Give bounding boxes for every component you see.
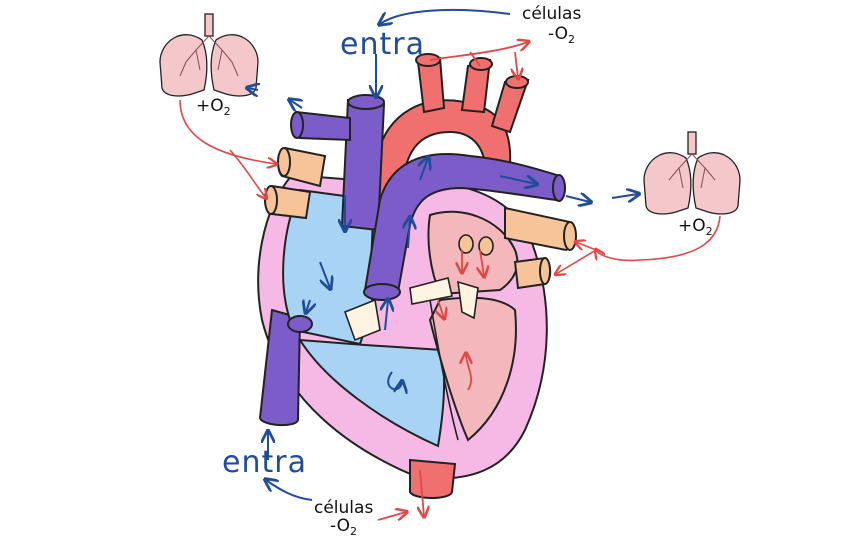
deoxygenated-flow-arrows <box>248 8 638 501</box>
lungs-right-icon <box>643 131 741 215</box>
azygos-vein <box>294 110 351 142</box>
label-lungs-right-o2: +O2 <box>678 216 713 238</box>
lungs-left-icon <box>159 13 259 97</box>
label-enter-bottom: entra <box>222 445 307 480</box>
label-cells-top-o2: -O2 <box>548 24 575 46</box>
pulmonary-veins-left <box>264 146 327 220</box>
heart-valves <box>343 234 494 342</box>
label-lungs-left-o2: +O2 <box>196 96 231 118</box>
pulmonary-return-lines <box>179 99 721 274</box>
pulmonary-veins-right <box>504 206 577 290</box>
left-ventricle <box>428 296 517 442</box>
label-cells-bottom-o2: -O2 <box>330 516 357 538</box>
label-enter-top: entra <box>340 27 425 62</box>
left-atrium <box>427 210 519 296</box>
oxygenated-flow-arrows <box>377 42 528 521</box>
label-cells-bottom: células <box>314 498 374 518</box>
descending-aorta <box>409 458 457 499</box>
inferior-vena-cava <box>258 308 302 426</box>
coronary-sinus <box>287 315 313 333</box>
label-cells-top: células <box>522 4 582 24</box>
